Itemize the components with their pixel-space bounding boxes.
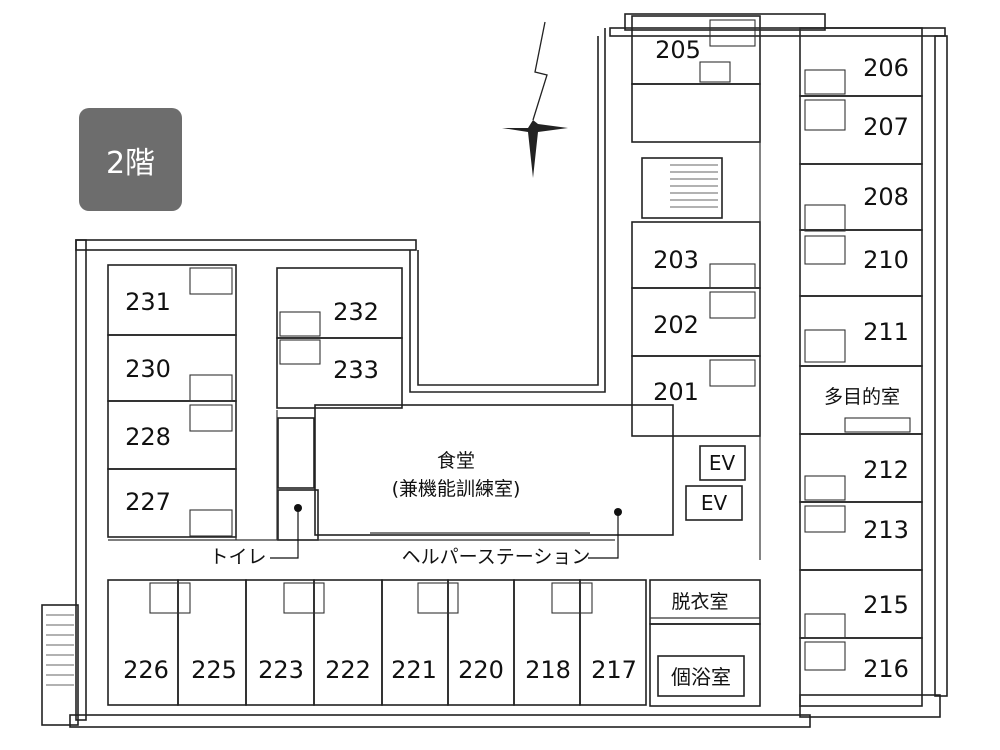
callout-lines [270,505,619,559]
room-number-232: 232 [333,298,379,326]
elevator-1-label: EV [709,451,736,475]
room-number-226: 226 [123,656,169,684]
multipurpose-room-label: 多目的室 [824,386,900,408]
helper-station-label: ヘルパーステーション [402,546,591,568]
courtyard-edge [409,28,606,393]
room-number-205: 205 [655,36,701,64]
room-number-213: 213 [863,516,909,544]
room-number-211: 211 [863,318,909,346]
room-number-222: 222 [325,656,371,684]
room-number-227: 227 [125,488,171,516]
partitions [108,16,801,706]
room-number-215: 215 [863,591,909,619]
room-233[interactable] [276,337,403,409]
fixtures [149,19,911,671]
floor-label: 2階 [105,145,156,181]
dining-label: 食堂 [437,450,475,472]
dining-sub-label: (兼機能訓練室) [392,478,521,500]
room-number-210: 210 [863,246,909,274]
room-number-225: 225 [191,656,237,684]
room-number-220: 220 [458,656,504,684]
room-number-218: 218 [525,656,571,684]
room-number-207: 207 [863,113,909,141]
room-217[interactable] [579,579,647,706]
room-number-228: 228 [125,423,171,451]
courtyard-edge [417,36,599,386]
toilet-marker [294,504,302,512]
room-number-233: 233 [333,356,379,384]
room-number-230: 230 [125,355,171,383]
changing-room-label: 脱衣室 [671,591,728,613]
room-226[interactable] [107,579,179,706]
toilet-label: トイレ [209,546,266,568]
elevator-2-label: EV [701,491,728,515]
station-marker [614,508,622,516]
room-number-201: 201 [653,378,699,406]
stairwell [641,157,723,219]
room-number-216: 216 [863,655,909,683]
room-225[interactable] [177,579,247,706]
room-number-203: 203 [653,246,699,274]
stair-treads [46,164,718,686]
room-number-202: 202 [653,311,699,339]
room-number-223: 223 [258,656,304,684]
private-bath-box [657,655,745,697]
outer-wall [69,714,811,728]
room-number-206: 206 [863,54,909,82]
elevator-2[interactable] [685,485,743,521]
compass-icon [502,21,568,178]
elevator-1[interactable] [699,445,746,481]
pantry [277,417,315,489]
room-218[interactable] [513,579,581,706]
room-number-212: 212 [863,456,909,484]
dining-hall[interactable] [314,404,674,536]
outer-wall [609,27,946,37]
room-221[interactable] [381,579,449,706]
room-number-231: 231 [125,288,171,316]
outer-wall [624,13,826,31]
room-number-217: 217 [591,656,637,684]
outer-wall [934,35,948,697]
outer-wall [75,239,87,721]
bath-area [649,623,761,707]
outer-wall [75,239,417,251]
stair-outside [41,604,79,726]
room-number-221: 221 [391,656,437,684]
service-room [631,83,761,143]
private-bath-label: 個浴室 [671,665,731,689]
room-223[interactable] [245,579,315,706]
floor-badge: 2階 [79,108,182,211]
room-number-208: 208 [863,183,909,211]
